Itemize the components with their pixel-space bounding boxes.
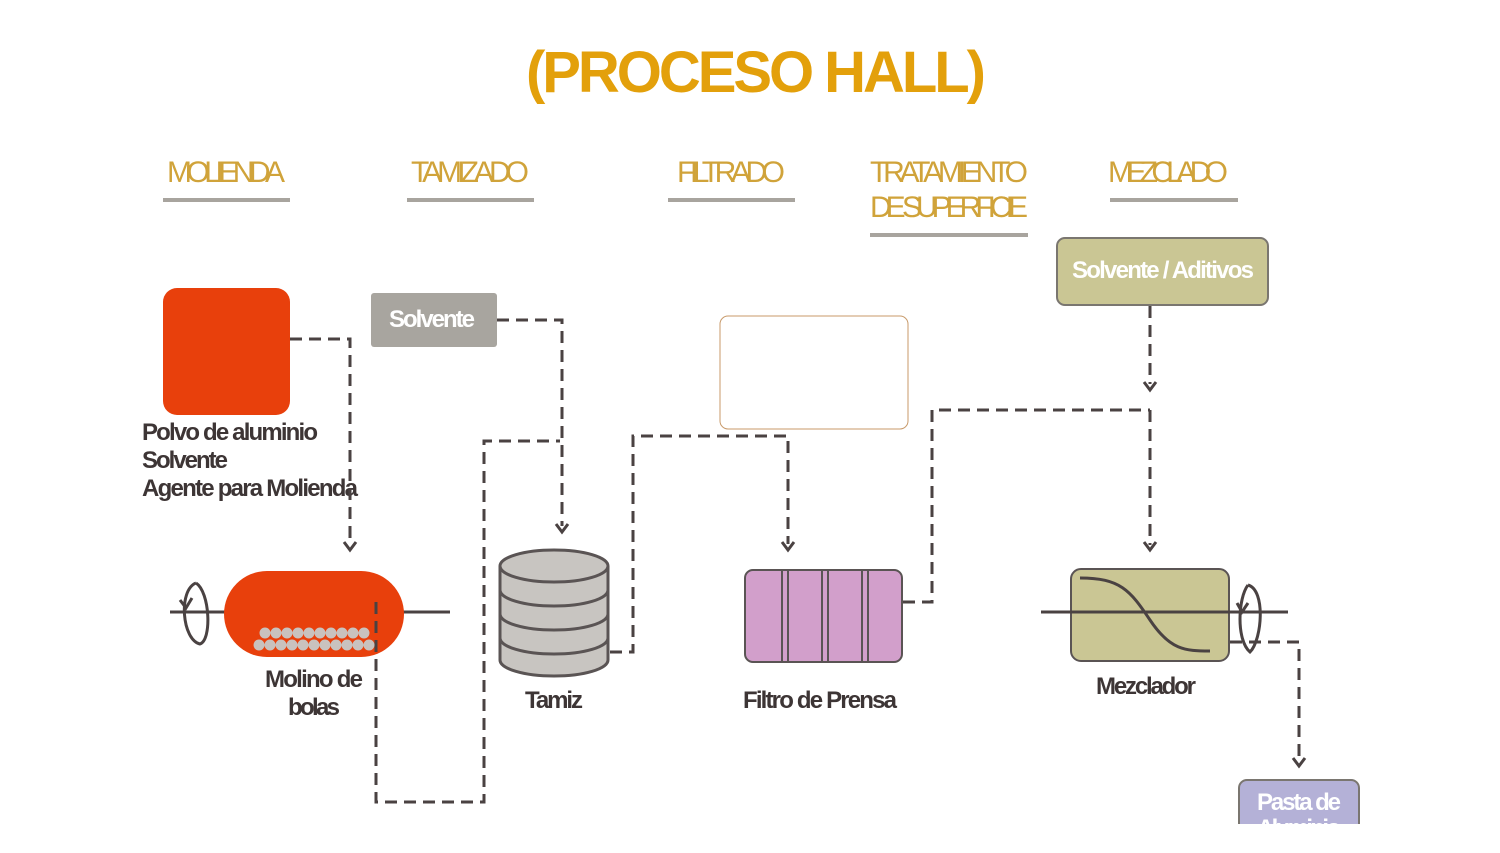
grinding-ball <box>259 627 271 639</box>
grinding-balls <box>253 627 375 651</box>
grinding-ball <box>253 639 265 651</box>
arrow-icon <box>178 597 194 611</box>
grinding-ball <box>297 639 309 651</box>
diagram-title: (PROCESO HALL) <box>526 40 986 105</box>
raw-material-label: Agente para Molienda <box>142 475 359 502</box>
stage-filtrado: FILTRADO <box>677 156 785 189</box>
empty-placeholder-box <box>719 315 909 430</box>
stage-tamizado: TAMIZADO <box>411 156 529 189</box>
stage-molienda: MOLIENDA <box>167 156 285 189</box>
grinding-ball <box>303 627 315 639</box>
mixer-label: Mezclador <box>1096 673 1196 700</box>
raw-material-label: Polvo de aluminio <box>142 419 318 446</box>
grinding-ball <box>363 639 375 651</box>
arrow-icon <box>554 523 570 535</box>
flow-line <box>1230 640 1301 760</box>
mixer-blade <box>1079 576 1211 653</box>
grinding-ball <box>281 627 293 639</box>
grinding-ball <box>347 627 359 639</box>
grinding-ball <box>270 627 282 639</box>
arrow-icon <box>1235 602 1250 615</box>
flow-line <box>497 318 564 526</box>
arrow-icon <box>1142 381 1158 393</box>
stage-mezclado: MEZCLADO <box>1108 156 1228 189</box>
rotation-icon <box>182 581 210 646</box>
grinding-ball <box>341 639 353 651</box>
grinding-ball <box>336 627 348 639</box>
flow-line <box>290 337 352 545</box>
ball-mill-label: bolas <box>288 694 340 721</box>
arrow-icon <box>342 541 358 553</box>
raw-material-label: Solvente <box>142 447 228 474</box>
grinding-ball <box>286 639 298 651</box>
grinding-ball <box>292 627 304 639</box>
mixer <box>1070 568 1230 662</box>
output-label: Aluminio <box>1257 815 1341 842</box>
arrow-icon <box>1142 541 1158 553</box>
stage-tratamiento: TRATAMIENTO <box>870 156 1028 189</box>
grinding-ball <box>275 639 287 651</box>
grinding-ball <box>314 627 326 639</box>
solvent-additives-label: Solvente / Aditivos <box>1072 257 1254 284</box>
raw-material-box <box>163 288 290 415</box>
solvent-box <box>371 293 497 347</box>
solvent-additives-box <box>1056 237 1269 306</box>
output-box: Pasta de Aluminio <box>1238 779 1360 842</box>
grinding-ball <box>325 627 337 639</box>
sieve-label: Tamiz <box>525 687 583 714</box>
ball-mill-label: Molino de <box>265 666 363 693</box>
arrow-icon <box>780 541 796 553</box>
filter-press <box>744 569 903 663</box>
solvent-label: Solvente <box>389 306 475 333</box>
rotation-icon <box>1238 583 1262 655</box>
flow-line <box>610 434 790 654</box>
grinding-ball <box>358 627 370 639</box>
filter-press-label: Filtro de Prensa <box>743 687 898 714</box>
grinding-ball <box>352 639 364 651</box>
flow-line <box>374 439 560 804</box>
output-label: Pasta de <box>1257 789 1341 816</box>
grinding-ball <box>330 639 342 651</box>
grinding-ball <box>264 639 276 651</box>
stage-de-superficie: DE SUPERFICIE <box>870 191 1028 224</box>
grinding-ball <box>308 639 320 651</box>
grinding-ball <box>319 639 331 651</box>
sieve <box>498 548 610 678</box>
flow-line <box>903 408 1150 604</box>
arrow-icon <box>1291 757 1307 769</box>
